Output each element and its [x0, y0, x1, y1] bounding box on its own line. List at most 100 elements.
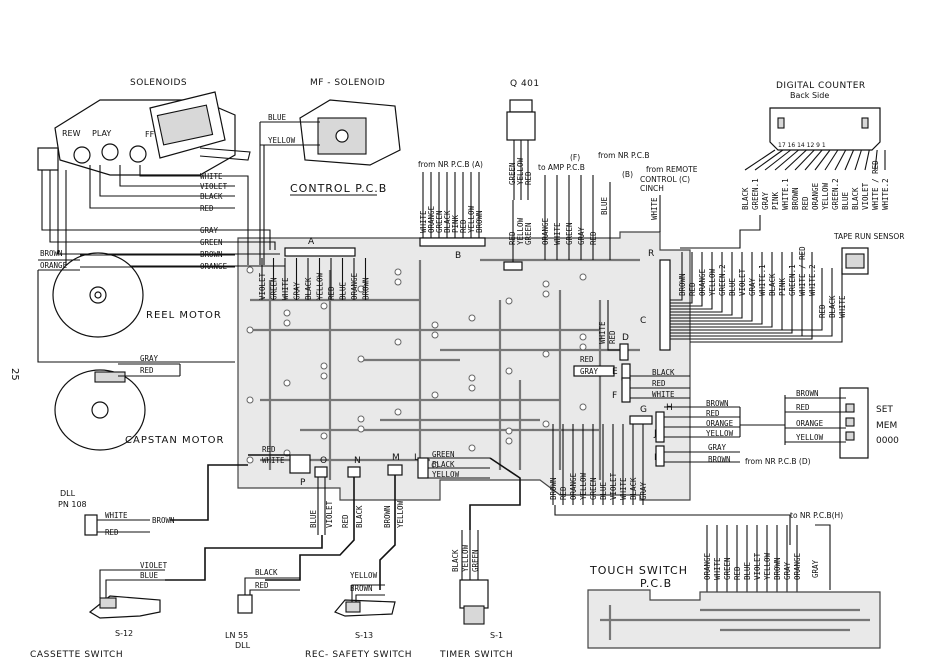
conn-b-letter: B [455, 251, 461, 261]
play-label: PLAY [92, 129, 111, 138]
mem-3: YELLOW [796, 433, 824, 442]
nr-b-blue: BLUE [600, 196, 609, 215]
connector-p [289, 454, 311, 474]
conn-a-7: BLUE [339, 281, 348, 300]
pn108-red: RED [105, 528, 119, 537]
sensor-1: BLACK [828, 295, 837, 318]
connector-f [621, 377, 631, 403]
control-pcb [237, 231, 691, 501]
conn-p-letter: P [300, 478, 306, 488]
conn-g-4: GREEN [589, 477, 598, 500]
amp-3: GRAY [577, 226, 586, 245]
mem-switch [839, 387, 869, 459]
conn-r-letter: R [648, 249, 654, 259]
conn-f-white: WHITE [652, 390, 675, 399]
mf-wire-yellow: YELLOW [268, 136, 296, 145]
q401-connector [503, 261, 523, 271]
cassette-violet: VIOLET [140, 561, 168, 570]
counter-down-3: YELLOW [708, 268, 717, 296]
conn-f-black: BLACK [652, 368, 675, 377]
conn-o-violet: VIOLET [325, 500, 334, 528]
cassette-switch [88, 595, 161, 619]
counter-down-10: PINK [778, 277, 787, 296]
conn-g-8: BLACK [629, 477, 638, 500]
remote-white: WHITE [650, 197, 659, 220]
mem-2: ORANGE [796, 419, 824, 428]
conn-f-red: RED [652, 379, 666, 388]
set-label: SET [876, 405, 893, 415]
rec-brown: BROWN [350, 584, 373, 593]
touch-5: VIOLET [753, 552, 762, 580]
sensor-0: RED [818, 304, 827, 318]
counter-down-0: BROWN [678, 273, 687, 296]
conn-p-red: RED [262, 445, 276, 454]
conn-e-red: RED [580, 355, 594, 364]
tape-run-sensor-title: TAPE RUN SENSOR [833, 232, 904, 241]
timer-switch-title: TIMER SWITCH [439, 650, 513, 660]
conn-g-7: WHITE [619, 477, 628, 500]
touch-gray: GRAY [811, 559, 820, 578]
conn-a-8: ORANGE [350, 272, 359, 300]
mf-solenoid [299, 99, 401, 166]
touch-switch-pcb [587, 589, 881, 649]
conn-b-4: PINK [451, 214, 460, 233]
connector-g [629, 415, 653, 425]
reel-motor [52, 252, 144, 338]
from-nr-pcb-a: from NR P.C.B (A) [418, 160, 483, 169]
conn-a-9: BROWN [362, 277, 371, 300]
conn-h-1: RED [706, 409, 720, 418]
conn-g-6: VIOLET [609, 472, 618, 500]
amp-1: WHITE [553, 222, 562, 245]
capstan-gray: GRAY [140, 354, 159, 363]
conn-b-7: BROWN [475, 210, 484, 233]
bus-black: BLACK [200, 192, 223, 201]
connector-c [659, 259, 671, 351]
connector-d [619, 343, 629, 361]
conn-d-letter: D [622, 333, 629, 343]
counter-10: BLUE [841, 191, 850, 210]
touch-2: GREEN [723, 557, 732, 580]
counter-13: WHITE / RED [871, 160, 880, 210]
conn-b-2: GREEN [435, 210, 444, 233]
touch-1: WHITE [713, 557, 722, 580]
timer-switch [459, 579, 489, 625]
counter-6: RED [801, 196, 810, 210]
rec-yellow: YELLOW [350, 571, 378, 580]
pn108-white: WHITE [105, 511, 128, 520]
conn-n-red: RED [341, 514, 350, 528]
timer-yellow: YELLOW [461, 544, 470, 572]
ln55-dll-label: DLL [235, 641, 251, 650]
bus-green: GREEN [200, 238, 223, 247]
conn-b-3: BLACK [443, 210, 452, 233]
conn-g-letter: G [640, 405, 647, 415]
counter-down-4: GREEN.2 [718, 264, 727, 296]
mem-1: RED [796, 403, 810, 412]
to-amp-pcb: to AMP P.C.B [538, 163, 585, 172]
bus-gray: GRAY [200, 226, 219, 235]
conn-n-letter: N [354, 456, 361, 466]
counter-1: GREEN.1 [751, 178, 760, 210]
ln55-label: LN 55 [225, 631, 248, 640]
touch-6: YELLOW [763, 552, 772, 580]
counter-3: PINK [771, 191, 780, 210]
from-nr-pcb-b: from NR P.C.B [598, 151, 650, 160]
conn-a-0: VIOLET [258, 272, 267, 300]
conn-p-white: WHITE [262, 456, 285, 465]
touch-4: BLUE [743, 561, 752, 580]
amp-0: ORANGE [541, 217, 550, 245]
connector-m [387, 464, 403, 476]
pn108-label: PN 108 [58, 500, 87, 509]
s12-label: S-12 [115, 629, 133, 638]
back-side-label: Back Side [790, 91, 829, 100]
counter-down-12: WHITE / RED [798, 246, 807, 296]
mf-solenoid-title: MF - SOLENOID [310, 78, 385, 88]
counter-7: ORANGE [811, 182, 820, 210]
conn-g-5: BLUE [599, 481, 608, 500]
digital-counter [769, 107, 881, 151]
zero-label: 0000 [876, 436, 899, 446]
conn-b-5: RED [459, 219, 468, 233]
conn-a-2: WHITE [281, 277, 290, 300]
conn-o-letter: O [320, 456, 327, 466]
q401-transistor [506, 99, 536, 200]
